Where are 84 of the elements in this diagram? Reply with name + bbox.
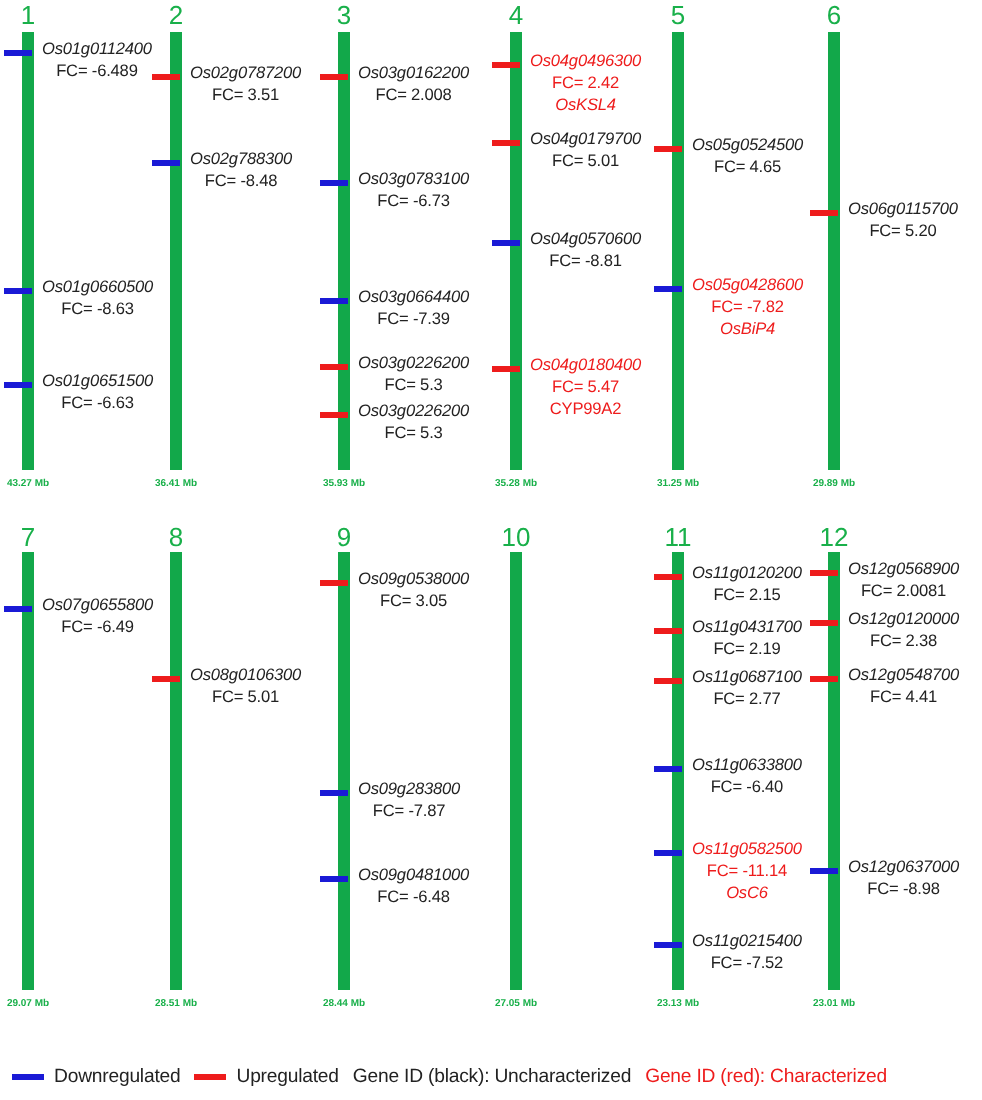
fold-change: FC= 2.19 <box>713 638 781 660</box>
fold-change: FC= -8.48 <box>204 170 278 192</box>
gene-name: OsBiP4 <box>720 318 776 340</box>
fold-change: FC= 5.01 <box>551 150 620 172</box>
fold-change: FC= -7.39 <box>377 308 450 330</box>
chromosome-number: 6 <box>824 2 844 30</box>
gene-id: Os12g0120000 <box>848 608 960 630</box>
gene-id: Os03g0664400 <box>358 286 470 308</box>
gene-id: Os12g0568900 <box>848 558 960 580</box>
chromosome-number: 5 <box>668 2 688 30</box>
gene-id: Os11g0582500 <box>692 838 802 860</box>
fold-change: FC= 2.0081 <box>860 580 947 602</box>
fold-change: FC= -6.73 <box>377 190 450 212</box>
gene-id: Os11g0431700 <box>692 616 802 638</box>
fold-change: FC= -7.82 <box>711 296 784 318</box>
fold-change: FC= 5.3 <box>384 422 443 444</box>
gene-name: OsC6 <box>726 882 768 904</box>
fold-change: FC= 2.77 <box>713 688 781 710</box>
gene-id: Os09g0481000 <box>358 864 470 886</box>
fold-change: FC= 2.15 <box>713 584 781 606</box>
gene-id: Os11g0633800 <box>692 754 802 776</box>
chromosome-number: 4 <box>506 2 526 30</box>
fold-change: FC= -6.49 <box>61 616 134 638</box>
fold-change: FC= -8.98 <box>867 878 940 900</box>
legend-text: Upregulated <box>236 1066 339 1088</box>
fold-change: FC= -6.63 <box>61 392 134 414</box>
gene-id: Os01g0660500 <box>42 276 154 298</box>
fold-change: FC= -6.489 <box>56 60 138 82</box>
gene-id: Os11g0215400 <box>692 930 802 952</box>
chromosome-number: 3 <box>334 2 354 30</box>
fold-change: FC= 5.01 <box>211 686 280 708</box>
chromosome-number: 10 <box>499 524 533 552</box>
gene-id: Os01g0112400 <box>42 38 152 60</box>
gene-id: Os05g0524500 <box>692 134 804 156</box>
gene-id: Os03g0783100 <box>358 168 470 190</box>
fold-change: FC= -6.40 <box>710 776 784 798</box>
fold-change: FC= 5.20 <box>869 220 937 242</box>
gene-id: Os02g0787200 <box>190 62 302 84</box>
gene-id: Os08g0106300 <box>190 664 302 686</box>
gene-id: Os11g0120200 <box>692 562 802 584</box>
gene-id: Os12g0548700 <box>848 664 960 686</box>
gene-id: Os04g0496300 <box>530 50 642 72</box>
fold-change: FC= 2.008 <box>375 84 452 106</box>
gene-id: Os09g0538000 <box>358 568 470 590</box>
chromosome-number: 2 <box>166 2 186 30</box>
fold-change: FC= 3.51 <box>211 84 280 106</box>
fold-change: FC= 3.05 <box>379 590 448 612</box>
gene-id: Os04g0180400 <box>530 354 642 376</box>
gene-name: OsKSL4 <box>555 94 616 116</box>
fold-change: FC= 4.41 <box>869 686 938 708</box>
fold-change: FC= -6.48 <box>377 886 450 908</box>
fold-change: FC= -7.87 <box>372 800 446 822</box>
gene-id: Os03g0226200 <box>358 352 470 374</box>
fold-change: FC= 2.42 <box>551 72 620 94</box>
gene-name: CYP99A2 <box>549 398 622 420</box>
legend-text: Gene ID (black): Uncharacterized <box>352 1066 632 1088</box>
chromosome-number: 8 <box>166 524 186 552</box>
gene-id: Os02g788300 <box>190 148 293 170</box>
gene-id: Os11g0687100 <box>692 666 802 688</box>
gene-id: Os07g0655800 <box>42 594 154 616</box>
fold-change: FC= 4.65 <box>713 156 782 178</box>
chromosome-number: 12 <box>817 524 851 552</box>
gene-id: Os03g0162200 <box>358 62 470 84</box>
gene-id: Os06g0115700 <box>848 198 958 220</box>
gene-id: Os04g0179700 <box>530 128 642 150</box>
fold-change: FC= 5.47 <box>551 376 620 398</box>
gene-id: Os12g0637000 <box>848 856 960 878</box>
fold-change: FC= -7.52 <box>710 952 784 974</box>
gene-id: Os05g0428600 <box>692 274 804 296</box>
chromosome-number: 9 <box>334 524 354 552</box>
fold-change: FC= 2.38 <box>869 630 938 652</box>
chromosome-number: 7 <box>18 524 38 552</box>
gene-id: Os01g0651500 <box>42 370 154 392</box>
chromosome-number: 1 <box>18 2 38 30</box>
fold-change: FC= 5.3 <box>384 374 443 396</box>
legend-text: Downregulated <box>54 1066 181 1088</box>
fold-change: FC= -8.81 <box>549 250 622 272</box>
gene-id: Os04g0570600 <box>530 228 642 250</box>
chromosome-number: 11 <box>662 524 694 552</box>
legend-text: Gene ID (red): Characterized <box>645 1066 887 1088</box>
gene-id: Os03g0226200 <box>358 400 470 422</box>
fold-change: FC= -11.14 <box>706 860 788 882</box>
fold-change: FC= -8.63 <box>61 298 134 320</box>
gene-id: Os09g283800 <box>358 778 461 800</box>
